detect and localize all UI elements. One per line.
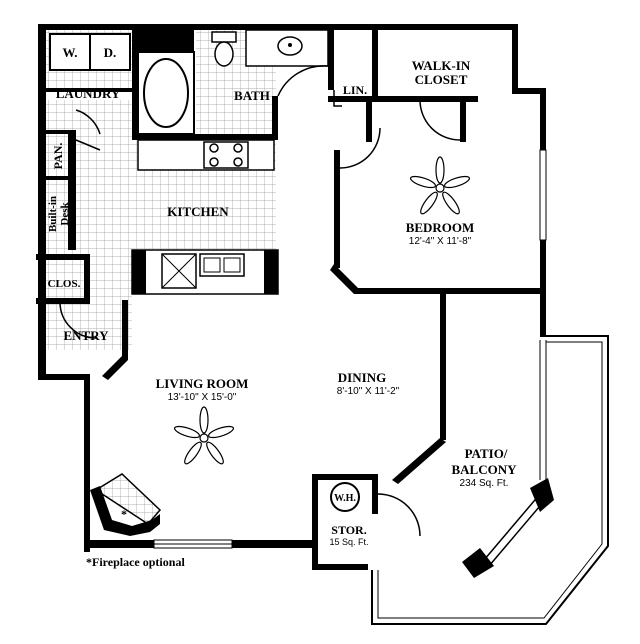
fireplace-footnote: *Fireplace optional: [86, 555, 185, 569]
patio-label-line2: BALCONY: [451, 462, 517, 477]
storage-size: 15 Sq. Ft.: [329, 537, 368, 547]
washer-label: W.: [62, 45, 77, 60]
walk-in-closet-label-line2: CLOSET: [415, 72, 468, 87]
dining-label: DINING: [338, 370, 386, 385]
patio-size: 234 Sq. Ft.: [460, 478, 509, 489]
water-heater-label: W.H.: [334, 493, 356, 504]
patio-doors: [462, 340, 554, 578]
bedroom-size: 12'-4" X 11'-8": [409, 236, 472, 247]
laundry-appliances: W. D.: [49, 33, 131, 71]
water-heater: [330, 482, 360, 512]
walk-in-closet-label-line1: WALK-IN: [412, 58, 471, 73]
fireplace-mark: *: [121, 507, 127, 521]
kitchen-label: KITCHEN: [167, 204, 229, 219]
bath-fixtures: [137, 29, 342, 135]
living-room-size: 13'-10" X 15'-0": [168, 392, 237, 403]
linen-label: LIN.: [343, 83, 367, 97]
built-in-desk-label-line2: Desk: [59, 202, 71, 226]
dryer-label: D.: [104, 45, 117, 60]
bedroom-label: BEDROOM: [406, 220, 475, 235]
entry-label: ENTRY: [63, 328, 109, 343]
living-room-label: LIVING ROOM: [156, 376, 249, 391]
living-room-ceiling-fan-icon: [173, 406, 235, 465]
bath-label: BATH: [234, 88, 270, 103]
laundry-label: LAUNDRY: [56, 86, 121, 101]
closet-label: CLOS.: [48, 278, 81, 290]
dining-size: 8'-10" X 11'-2": [337, 386, 400, 397]
doors: [59, 88, 547, 537]
storage-label: STOR.: [331, 523, 366, 537]
room-labels: LAUNDRY BATH LIN. WALK-IN CLOSET PAN. Bu…: [47, 58, 517, 547]
patio-label-line1: PATIO/: [465, 446, 508, 461]
kitchen-fixtures: [131, 139, 279, 295]
bedroom-ceiling-fan-icon: [409, 156, 471, 215]
fireplace: *: [90, 473, 162, 536]
pantry-label: PAN.: [51, 143, 65, 170]
built-in-desk-label-line1: Built-in: [47, 196, 59, 232]
